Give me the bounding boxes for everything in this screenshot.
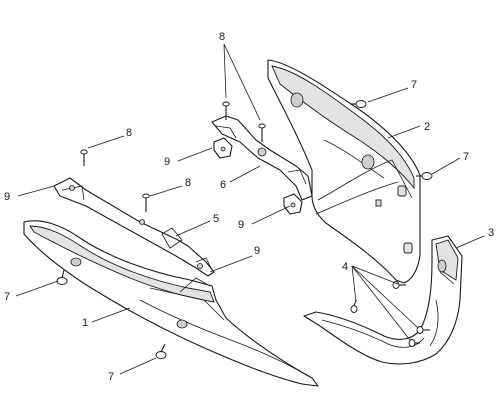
- part-4-screw: [408, 339, 420, 347]
- part-6-upper-bracket: [211, 115, 313, 201]
- panel-mount-hole: [290, 92, 304, 108]
- part-9-clip: [213, 137, 233, 159]
- panel-clip: [397, 185, 407, 197]
- belly-mount-hole: [176, 319, 188, 329]
- callout-7-right: 7: [463, 151, 469, 163]
- part-8-bolt: [142, 193, 150, 212]
- callout-5: 5: [213, 213, 219, 225]
- callout-3: 3: [488, 227, 494, 239]
- callout-6: 6: [220, 179, 226, 191]
- callout-8-mid: 8: [185, 177, 191, 189]
- callout-9-right: 9: [238, 219, 244, 231]
- panel-clip: [375, 199, 382, 207]
- callout-1: 1: [82, 317, 88, 329]
- part-8-bolt: [258, 123, 266, 142]
- part-8-bolt: [80, 149, 88, 166]
- part-7-fastener: [416, 172, 433, 180]
- callout-7-top: 7: [411, 79, 417, 91]
- callout-4: 4: [342, 261, 348, 273]
- part-4-screw: [392, 281, 406, 289]
- callout-9-lower: 9: [254, 245, 260, 257]
- part-4-screw: [416, 326, 430, 334]
- part-1-belly-panel: [23, 220, 319, 387]
- callout-9-left: 9: [4, 191, 10, 203]
- part-8-bolt: [222, 101, 230, 120]
- part-7-fastener: [56, 269, 68, 285]
- callout-8-top: 8: [219, 31, 225, 43]
- callout-labels: 8 7 2 7 8 9 6 9 8 5 9 9 3 4 7 1 7: [4, 31, 494, 383]
- callout-7-left: 7: [4, 291, 10, 303]
- part-7-fastener: [155, 343, 167, 359]
- callout-8-left: 8: [126, 127, 132, 139]
- leader-lines: [15, 43, 485, 375]
- panel-clip: [403, 242, 413, 254]
- cowl-mount-hole: [437, 259, 447, 273]
- bracket-boss: [257, 147, 267, 157]
- belly-mount-hole: [70, 257, 82, 267]
- part-2-side-panel: [267, 59, 421, 284]
- part-7-fastener: [350, 100, 367, 108]
- callout-9-mid: 9: [164, 156, 170, 168]
- part-9-clip: [283, 193, 303, 215]
- panel-mount-hole: [361, 154, 375, 170]
- part-5-lower-bracket: [53, 177, 215, 277]
- callout-7-bottom: 7: [108, 371, 114, 383]
- callout-2: 2: [424, 121, 430, 133]
